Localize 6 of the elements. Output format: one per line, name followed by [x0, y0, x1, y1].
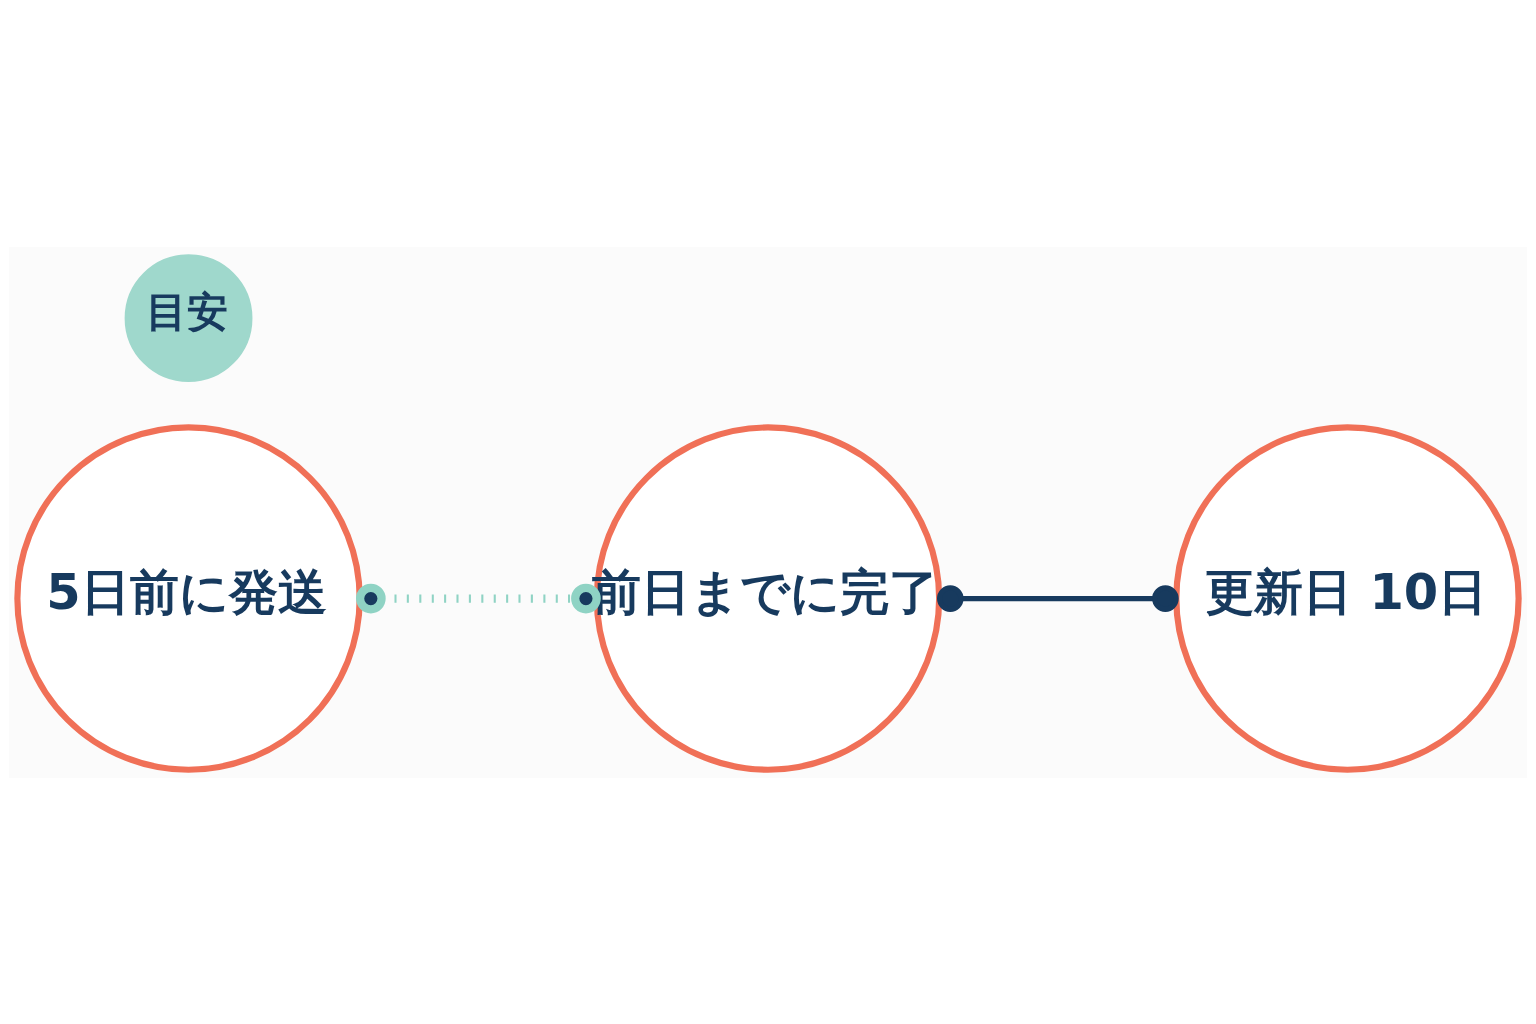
node-circle: 更新日 10日: [1173, 423, 1522, 773]
connector: [356, 583, 601, 613]
node-circle: 前日までに完了: [593, 423, 943, 773]
connector: [937, 584, 1179, 612]
node-circle: 目安: [124, 253, 253, 382]
node-circle: 5日前に発送: [14, 423, 363, 773]
